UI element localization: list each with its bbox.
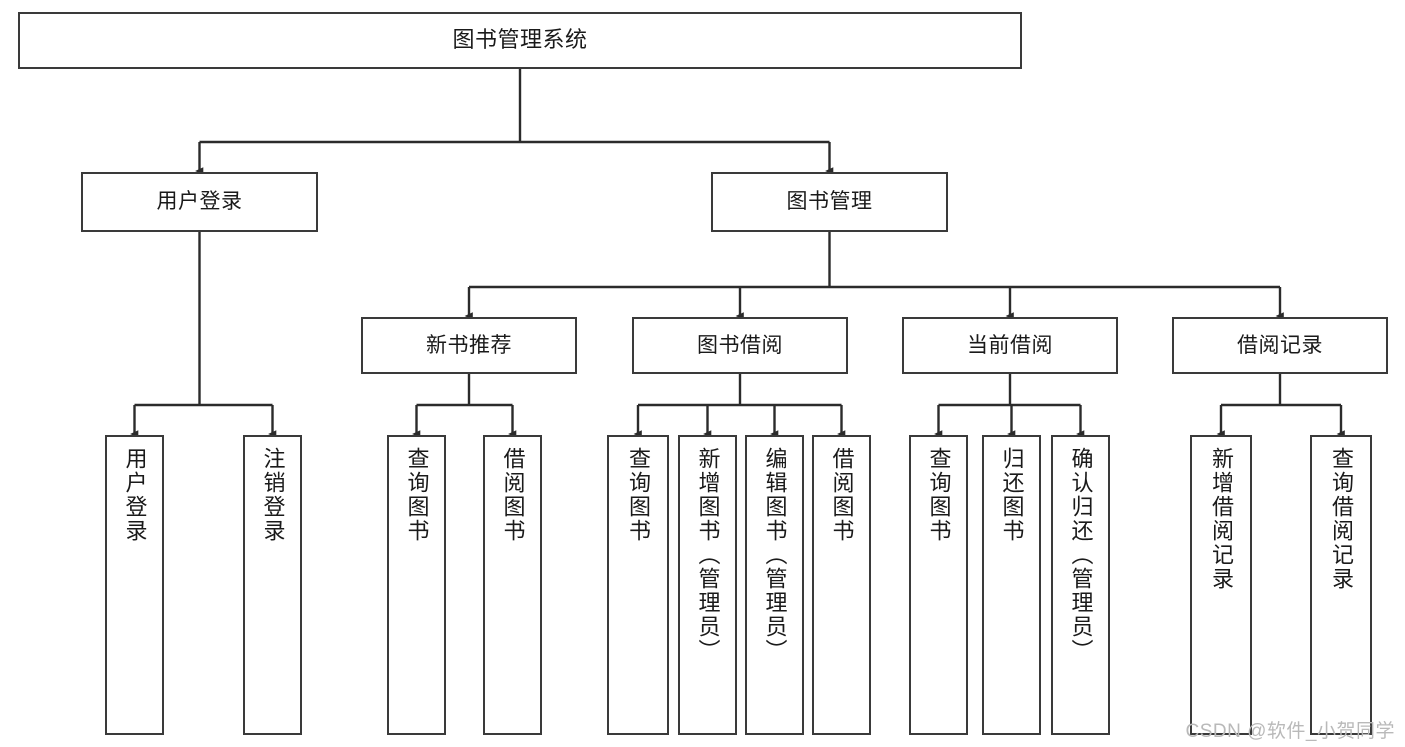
node-root[interactable]: 图书管理系统 xyxy=(18,12,1022,69)
node-book-borrow[interactable]: 图书借阅 xyxy=(632,317,848,374)
node-label: 编辑图书（管理员） xyxy=(762,447,788,663)
node-new-book-rec[interactable]: 新书推荐 xyxy=(361,317,577,374)
node-leaf-borrow-book-rec[interactable]: 借阅图书 xyxy=(483,435,542,735)
node-leaf-logout[interactable]: 注销登录 xyxy=(243,435,302,735)
node-label: 图书管理 xyxy=(786,190,873,214)
node-leaf-query-book-rec[interactable]: 查询图书 xyxy=(387,435,446,735)
node-label: 查询图书 xyxy=(626,447,651,543)
node-label: 新书推荐 xyxy=(426,333,512,357)
node-leaf-borrow-book[interactable]: 借阅图书 xyxy=(812,435,871,735)
node-leaf-query-book-borrow[interactable]: 查询图书 xyxy=(607,435,669,735)
node-label: 确认归还（管理员） xyxy=(1068,447,1094,663)
node-label: 用户登录 xyxy=(122,447,148,543)
node-label: 借阅图书 xyxy=(829,447,855,543)
node-label: 新增借阅记录 xyxy=(1209,447,1234,591)
node-label: 注销登录 xyxy=(260,447,286,543)
node-leaf-return-book[interactable]: 归还图书 xyxy=(982,435,1041,735)
node-label: 借阅记录 xyxy=(1237,333,1323,357)
node-current-borrow[interactable]: 当前借阅 xyxy=(902,317,1118,374)
watermark-text: CSDN @软件_小贺同学 xyxy=(1185,721,1395,742)
node-leaf-edit-book[interactable]: 编辑图书（管理员） xyxy=(745,435,804,735)
node-user-login[interactable]: 用户登录 xyxy=(81,172,318,232)
node-leaf-query-book-cur[interactable]: 查询图书 xyxy=(909,435,968,735)
node-leaf-add-record[interactable]: 新增借阅记录 xyxy=(1190,435,1252,735)
node-label: 归还图书 xyxy=(999,447,1025,543)
node-label: 用户登录 xyxy=(156,190,243,214)
node-borrow-record[interactable]: 借阅记录 xyxy=(1172,317,1388,374)
node-label: 新增图书（管理员） xyxy=(695,447,721,663)
node-label: 当前借阅 xyxy=(967,333,1053,357)
node-book-manage[interactable]: 图书管理 xyxy=(711,172,948,232)
node-label: 查询图书 xyxy=(404,447,430,543)
node-label: 查询图书 xyxy=(926,447,952,543)
node-label: 查询借阅记录 xyxy=(1329,447,1354,591)
node-leaf-add-book[interactable]: 新增图书（管理员） xyxy=(678,435,737,735)
node-leaf-query-record[interactable]: 查询借阅记录 xyxy=(1310,435,1372,735)
node-label: 借阅图书 xyxy=(500,447,526,543)
node-leaf-user-login[interactable]: 用户登录 xyxy=(105,435,164,735)
node-label: 图书管理系统 xyxy=(452,27,588,53)
node-label: 图书借阅 xyxy=(697,333,783,357)
node-leaf-confirm-return[interactable]: 确认归还（管理员） xyxy=(1051,435,1110,735)
